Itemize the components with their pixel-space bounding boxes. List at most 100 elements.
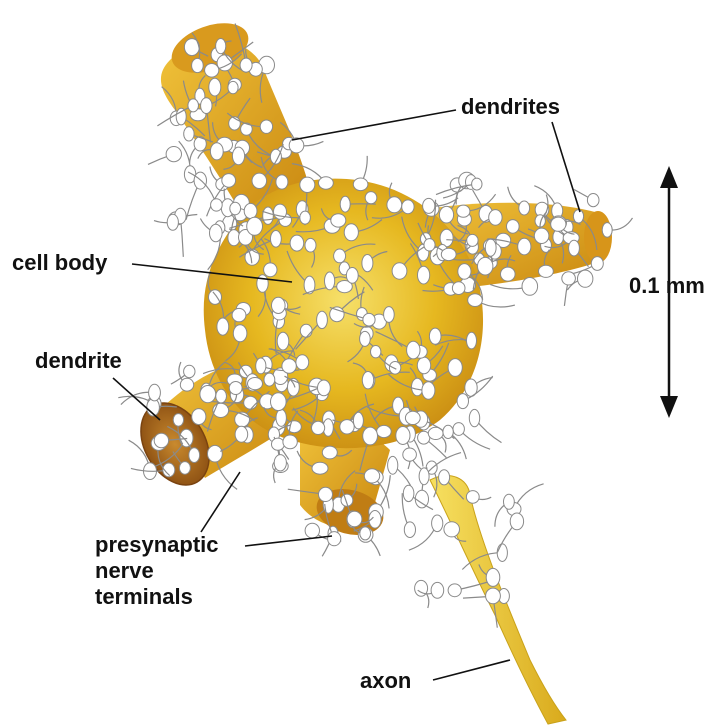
synaptic-terminal-bulb bbox=[486, 588, 501, 604]
label-presynaptic-line1: presynaptic bbox=[95, 532, 219, 558]
synaptic-terminal-bulb bbox=[272, 438, 285, 450]
synaptic-terminal-bulb bbox=[439, 206, 453, 223]
synaptic-terminal-bulb bbox=[263, 207, 274, 224]
synaptic-terminal-bulb bbox=[363, 313, 375, 326]
synaptic-terminal-bulb bbox=[344, 224, 358, 241]
synaptic-terminal-bulb bbox=[194, 172, 206, 189]
synaptic-terminal-bulb bbox=[510, 513, 523, 530]
synaptic-terminal-bulb bbox=[365, 192, 377, 204]
synaptic-terminal-bulb bbox=[274, 455, 286, 471]
synaptic-terminal-bulb bbox=[467, 332, 477, 349]
synaptic-terminal-bulb bbox=[318, 380, 331, 396]
synaptic-terminal-bulb bbox=[340, 196, 350, 212]
synaptic-terminal-bulb bbox=[507, 220, 520, 234]
leader-presyn-upper bbox=[201, 472, 240, 532]
synaptic-terminal-bulb bbox=[200, 386, 216, 403]
synaptic-terminal-bulb bbox=[371, 346, 381, 358]
synaptic-terminal-bulb bbox=[240, 58, 252, 72]
synaptic-terminal-bulb bbox=[282, 359, 296, 373]
synaptic-terminal-bulb bbox=[296, 355, 309, 370]
synaptic-terminal-bulb bbox=[167, 214, 178, 230]
synaptic-terminal-bulb bbox=[404, 522, 415, 538]
synaptic-terminal-bulb bbox=[272, 297, 286, 313]
synaptic-terminal-bulb bbox=[457, 205, 470, 217]
synaptic-terminal-bulb bbox=[578, 270, 593, 287]
synaptic-terminal-bulb bbox=[331, 214, 346, 227]
synaptic-terminal-bulb bbox=[256, 358, 266, 374]
synaptic-terminal-bulb bbox=[192, 409, 206, 425]
synaptic-terminal-bulb bbox=[229, 382, 242, 395]
synaptic-terminal-bulb bbox=[247, 217, 263, 235]
synaptic-terminal-bulb bbox=[283, 435, 297, 449]
synaptic-terminal-bulb bbox=[602, 223, 612, 238]
synaptic-terminal-bulb bbox=[353, 178, 368, 191]
synaptic-terminal-bulb bbox=[389, 362, 400, 375]
synaptic-terminal-bulb bbox=[216, 389, 227, 403]
synaptic-terminal-bulb bbox=[497, 544, 507, 562]
synaptic-terminal-bulb bbox=[388, 456, 398, 474]
synaptic-terminal-bulb bbox=[244, 396, 257, 409]
synaptic-terminal-bulb bbox=[419, 468, 429, 485]
synaptic-terminal-bulb bbox=[201, 98, 212, 114]
scale-bar-label: 0.1 mm bbox=[629, 273, 705, 299]
synaptic-terminal-bulb bbox=[424, 239, 435, 251]
synaptic-terminal-bulb bbox=[452, 282, 465, 295]
label-presynaptic-line3: terminals bbox=[95, 584, 219, 610]
synaptic-terminal-bulb bbox=[222, 174, 236, 188]
synaptic-terminal-bulb bbox=[423, 198, 435, 213]
synaptic-terminal-bulb bbox=[232, 308, 246, 321]
synaptic-terminal-bulb bbox=[271, 393, 287, 411]
synaptic-terminal-bulb bbox=[154, 433, 168, 447]
synaptic-terminal-bulb bbox=[362, 372, 373, 389]
label-cell-body: cell body bbox=[12, 250, 107, 276]
synaptic-terminal-bulb bbox=[192, 58, 204, 72]
leader-dendrites-left bbox=[292, 110, 456, 140]
scale-bar-arrow-up bbox=[660, 166, 678, 188]
synaptic-terminal-bulb bbox=[319, 177, 334, 189]
synaptic-terminal-bulb bbox=[216, 39, 226, 54]
synaptic-terminal-bulb bbox=[384, 307, 395, 323]
synaptic-terminal-bulb bbox=[205, 64, 219, 78]
synaptic-terminal-bulb bbox=[539, 265, 554, 277]
synaptic-terminal-bulb bbox=[233, 325, 247, 342]
synaptic-terminal-bulb bbox=[319, 487, 333, 501]
synaptic-terminal-bulb bbox=[248, 378, 263, 390]
synaptic-terminal-bulb bbox=[277, 332, 289, 350]
synaptic-terminal-bulb bbox=[444, 522, 460, 537]
synaptic-terminal-bulb bbox=[429, 328, 441, 344]
synaptic-terminal-bulb bbox=[179, 462, 190, 475]
synaptic-terminal-bulb bbox=[210, 143, 223, 160]
synaptic-terminal-bulb bbox=[466, 491, 479, 504]
synaptic-terminal-bulb bbox=[443, 425, 453, 438]
synaptic-terminal-bulb bbox=[403, 448, 417, 461]
synaptic-terminal-bulb bbox=[469, 409, 479, 426]
synaptic-terminal-bulb bbox=[252, 173, 267, 188]
synaptic-terminal-bulb bbox=[317, 311, 328, 328]
synaptic-terminal-bulb bbox=[522, 278, 538, 296]
synaptic-terminal-bulb bbox=[472, 178, 482, 190]
synaptic-terminal-bulb bbox=[346, 268, 358, 284]
synaptic-terminal-bulb bbox=[230, 202, 241, 215]
synaptic-terminal-bulb bbox=[209, 78, 221, 96]
label-dendrite: dendrite bbox=[35, 348, 122, 374]
synaptic-terminal-bulb bbox=[300, 324, 312, 337]
synaptic-terminal-bulb bbox=[276, 175, 288, 189]
synaptic-terminal-bulb bbox=[210, 224, 223, 241]
synaptic-terminal-bulb bbox=[189, 448, 200, 463]
leader-dendrites-right bbox=[552, 122, 580, 212]
synaptic-terminal-bulb bbox=[363, 427, 378, 445]
synaptic-terminal-bulb bbox=[519, 201, 530, 215]
label-presynaptic-line2: nerve bbox=[95, 558, 219, 584]
synaptic-terminal-bulb bbox=[504, 494, 515, 509]
synaptic-terminal-bulb bbox=[448, 584, 461, 597]
synaptic-terminal-bulb bbox=[228, 81, 238, 93]
synaptic-terminal-bulb bbox=[260, 120, 272, 133]
synaptic-terminal-bulb bbox=[377, 425, 392, 437]
synaptic-terminal-bulb bbox=[412, 378, 424, 396]
synaptic-terminal-bulb bbox=[232, 147, 244, 165]
synaptic-terminal-bulb bbox=[405, 411, 420, 424]
synaptic-terminal-bulb bbox=[290, 235, 304, 251]
synaptic-terminal-bulb bbox=[312, 421, 325, 434]
synaptic-terminal-bulb bbox=[211, 199, 223, 211]
synaptic-terminal-bulb bbox=[271, 231, 282, 248]
